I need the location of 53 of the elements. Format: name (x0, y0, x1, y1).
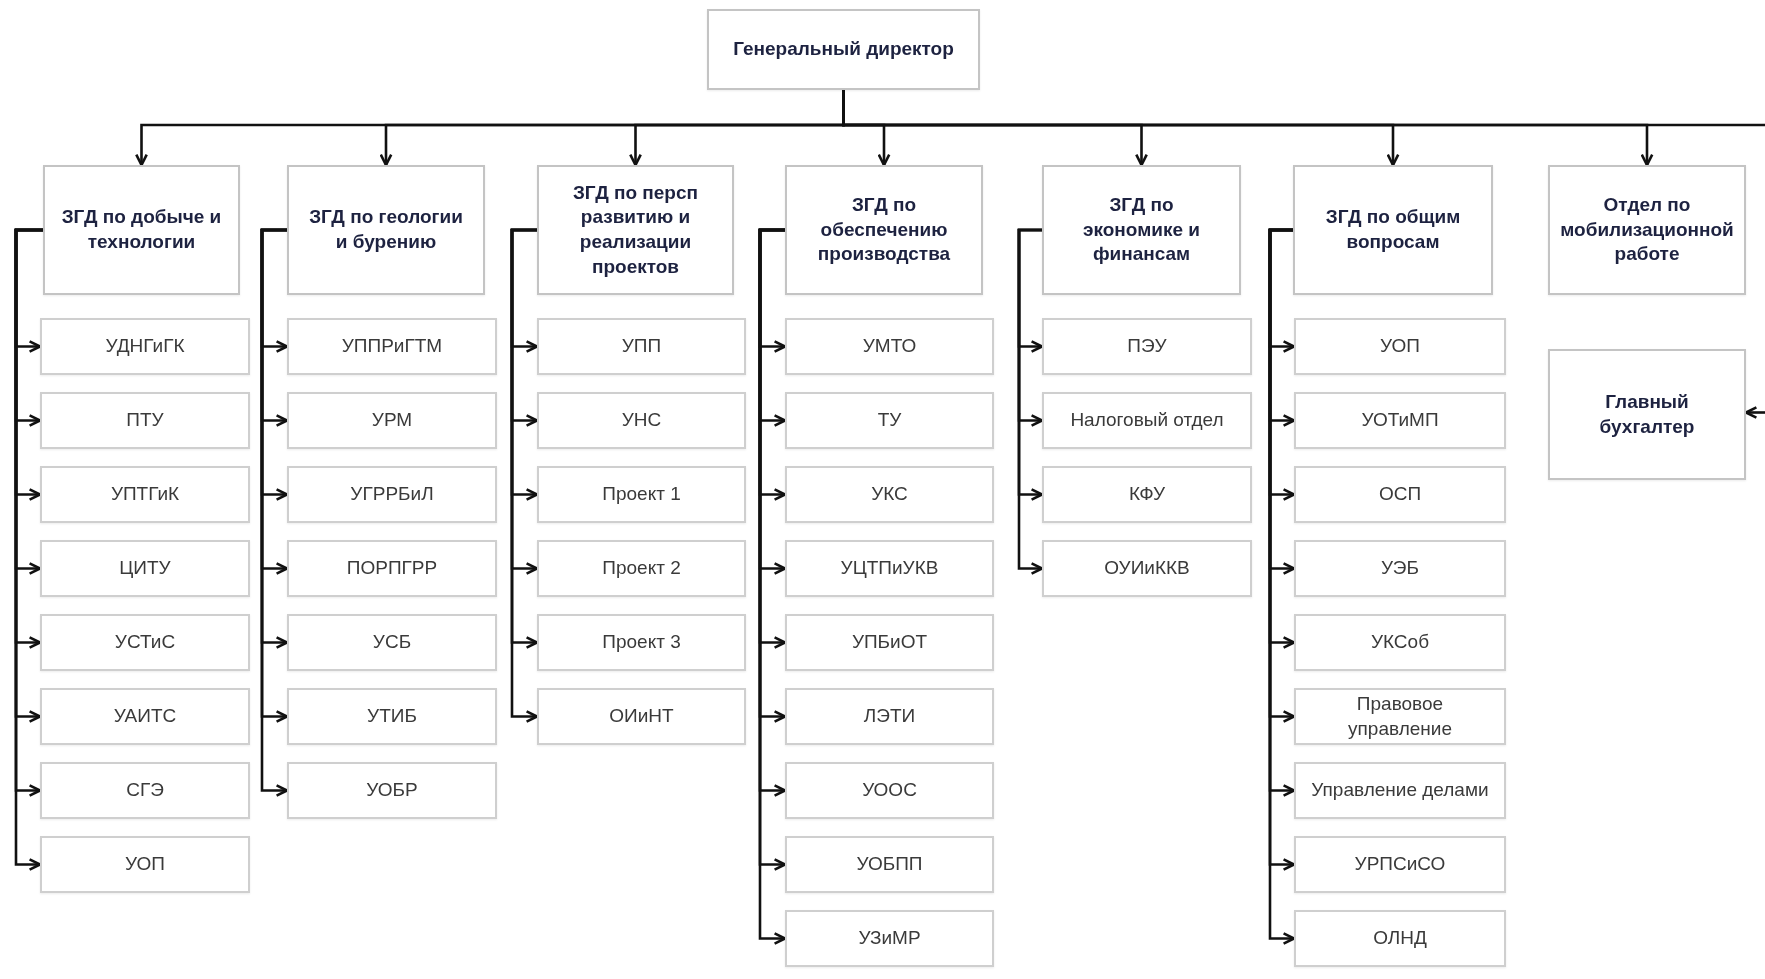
department-box: УОП (40, 836, 250, 893)
department-box: УЗиМР (785, 910, 994, 967)
department-box: ЦИТУ (40, 540, 250, 597)
department-box: КФУ (1042, 466, 1252, 523)
department-box: Проект 3 (537, 614, 746, 671)
department-box: УГРРБиЛ (287, 466, 497, 523)
position-box: ЗГД по геологии и бурению (287, 165, 485, 295)
department-box: УСБ (287, 614, 497, 671)
department-box: УРМ (287, 392, 497, 449)
department-box: ОСП (1294, 466, 1506, 523)
department-box: УТИБ (287, 688, 497, 745)
department-box: УПБиОТ (785, 614, 994, 671)
position-box: Главный бухгалтер (1548, 349, 1746, 480)
department-box: УППРиГТМ (287, 318, 497, 375)
department-box: УЦТПиУКВ (785, 540, 994, 597)
position-box: ЗГД по экономике и финансам (1042, 165, 1241, 295)
department-box: ПОРПГРР (287, 540, 497, 597)
arrow (1017, 228, 1044, 575)
department-box: Налоговый отдел (1042, 392, 1252, 449)
department-box: ЛЭТИ (785, 688, 994, 745)
department-box: УОБПП (785, 836, 994, 893)
department-box: УДНГиГК (40, 318, 250, 375)
department-box: УЭБ (1294, 540, 1506, 597)
department-box: УНС (537, 392, 746, 449)
position-box: Отдел по мобилизационной работе (1548, 165, 1746, 295)
position-box: ЗГД по персп развитию и реализации проектов (537, 165, 734, 295)
position-box: ЗГД по обеспечению производства (785, 165, 983, 295)
department-box: СГЭ (40, 762, 250, 819)
department-box: УКСоб (1294, 614, 1506, 671)
department-box: УСТиС (40, 614, 250, 671)
position-box: ЗГД по общим вопросам (1293, 165, 1493, 295)
department-box: УОП (1294, 318, 1506, 375)
department-box: Проект 1 (537, 466, 746, 523)
department-box: ОИиНТ (537, 688, 746, 745)
department-box: Правовое управление (1294, 688, 1506, 745)
department-box: УПТГиК (40, 466, 250, 523)
department-box: Управление делами (1294, 762, 1506, 819)
department-box: УКС (785, 466, 994, 523)
department-box: ТУ (785, 392, 994, 449)
department-box: УАИТС (40, 688, 250, 745)
department-box: УРПСиСО (1294, 836, 1506, 893)
position-box: ЗГД по добыче и технологии (43, 165, 240, 295)
department-box: УМТО (785, 318, 994, 375)
department-box: УОТиМП (1294, 392, 1506, 449)
department-box: УОБР (287, 762, 497, 819)
position-box: Генеральный директор (707, 9, 980, 90)
department-box: ОУИиККВ (1042, 540, 1252, 597)
department-box: Проект 2 (537, 540, 746, 597)
department-box: ОЛНД (1294, 910, 1506, 967)
department-box: ПЭУ (1042, 318, 1252, 375)
department-box: УООС (785, 762, 994, 819)
department-box: ПТУ (40, 392, 250, 449)
department-box: УПП (537, 318, 746, 375)
